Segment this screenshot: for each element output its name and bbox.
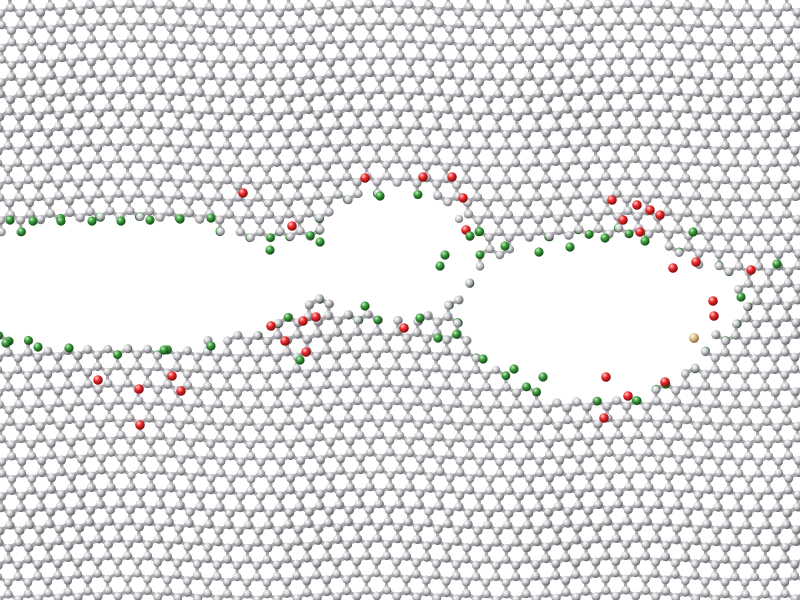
lattice-scene: [0, 0, 800, 600]
lattice-svg: [0, 0, 800, 600]
